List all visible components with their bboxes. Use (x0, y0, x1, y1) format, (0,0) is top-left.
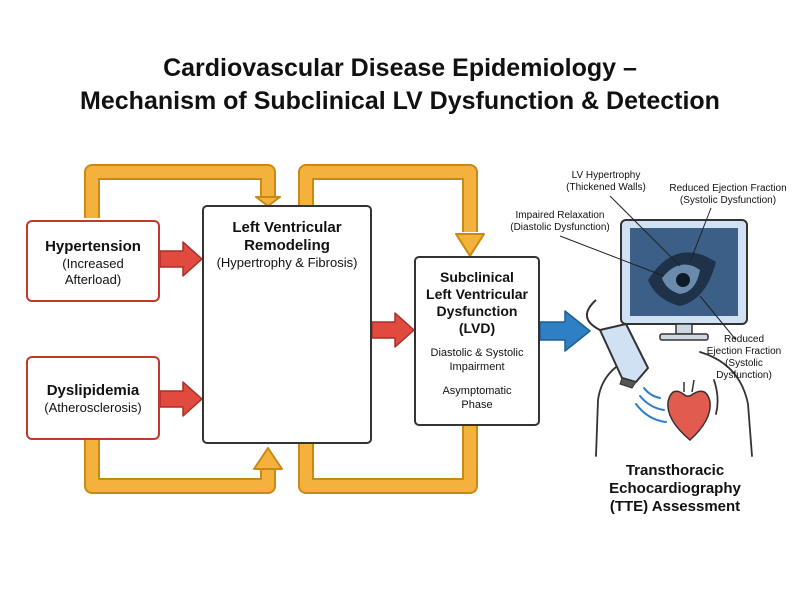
lvd-title-2: Left Ventricular (426, 286, 528, 302)
label-reduced-ef-top-line-2: (Systolic Dysfunction) (679, 195, 777, 206)
title-line-1: Cardiovascular Disease Epidemiology – (163, 54, 637, 82)
hypertension-box: Hypertension (Increased Afterload) (26, 220, 160, 302)
dyslipidemia-title: Dyslipidemia (46, 382, 140, 399)
label-impaired-relaxation-line-1: Impaired Relaxation (515, 210, 605, 221)
diagram-title: Cardiovascular Disease Epidemiology – Me… (0, 52, 800, 118)
lvd-phase-1: Asymptomatic (442, 385, 512, 397)
label-impaired-relaxation: Impaired Relaxation (Diastolic Dysfuncti… (498, 210, 622, 234)
ultrasound-waves (635, 387, 667, 423)
label-reduced-ef-low-line-4: Dysfunction) (716, 370, 772, 381)
red-arrow-remodeling-to-lvd (371, 312, 415, 348)
lvd-impairment-1: Diastolic & Systolic (430, 347, 524, 359)
feedback-loop-arrows (84, 164, 478, 494)
loop-arrow-bottom-left (84, 440, 276, 494)
label-reduced-ef-low-line-3: (Systolic (725, 358, 763, 369)
lvd-title-3: Dysfunction (436, 303, 518, 319)
ultrasound-probe-icon (586, 299, 649, 389)
lvd-impairment-2: Impairment (449, 361, 505, 373)
remodeling-sub: (Hypertrophy & Fibrosis) (216, 255, 358, 270)
label-lv-hypertrophy-line-2: (Thickened Walls) (566, 182, 646, 193)
label-lv-hypertrophy-line-1: LV Hypertrophy (571, 170, 641, 181)
hypertension-title: Hypertension (45, 238, 141, 255)
label-reduced-ef-top-line-1: Reduced Ejection Fraction (669, 183, 787, 194)
chest-heart-icon (667, 379, 711, 441)
lvd-title-4: (LVD) (458, 320, 496, 336)
hypertension-sub-1: (Increased (62, 256, 124, 271)
red-arrow-dyslipidemia (159, 381, 203, 417)
dyslipidemia-box: Dyslipidemia (Atherosclerosis) (26, 356, 160, 440)
label-reduced-ef-low: Reduced Ejection Fraction (Systolic Dysf… (694, 334, 794, 382)
label-lv-hypertrophy: LV Hypertrophy (Thickened Walls) (548, 170, 664, 194)
dyslipidemia-sub: (Atherosclerosis) (44, 400, 142, 415)
loop-arrowhead-2 (455, 233, 485, 257)
tte-line-1: Transthoracic (625, 462, 725, 479)
monitor-icon (620, 219, 748, 341)
remodeling-box: Left Ventricular Remodeling (Hypertrophy… (202, 205, 372, 444)
blue-arrow-lvd-to-tte (539, 310, 591, 352)
label-leader-lines (559, 195, 737, 341)
title-line-2: Mechanism of Subclinical LV Dysfunction … (80, 87, 720, 115)
tte-line-2: Echocardiography (609, 480, 741, 497)
tte-caption: Transthoracic Echocardiography (TTE) Ass… (575, 462, 775, 516)
remodeling-title-1: Left Ventricular (232, 219, 342, 236)
label-reduced-ef-low-line-2: Ejection Fraction (706, 346, 782, 357)
label-reduced-ef-low-line-1: Reduced (723, 334, 765, 345)
label-impaired-relaxation-line-2: (Diastolic Dysfunction) (510, 222, 610, 233)
red-arrow-hypertension (159, 241, 203, 277)
tte-line-3: (TTE) Assessment (609, 498, 741, 515)
loop-arrowhead-3 (253, 447, 283, 470)
loop-arrowhead-1 (255, 196, 281, 207)
hypertension-sub-2: Afterload) (64, 272, 122, 287)
label-reduced-ef-top: Reduced Ejection Fraction (Systolic Dysf… (660, 183, 796, 207)
lvd-title-1: Subclinical (440, 269, 514, 285)
lvd-box: Subclinical Left Ventricular Dysfunction… (414, 256, 540, 426)
lvd-phase-2: Phase (461, 399, 493, 411)
remodeling-title-2: Remodeling (244, 237, 330, 254)
